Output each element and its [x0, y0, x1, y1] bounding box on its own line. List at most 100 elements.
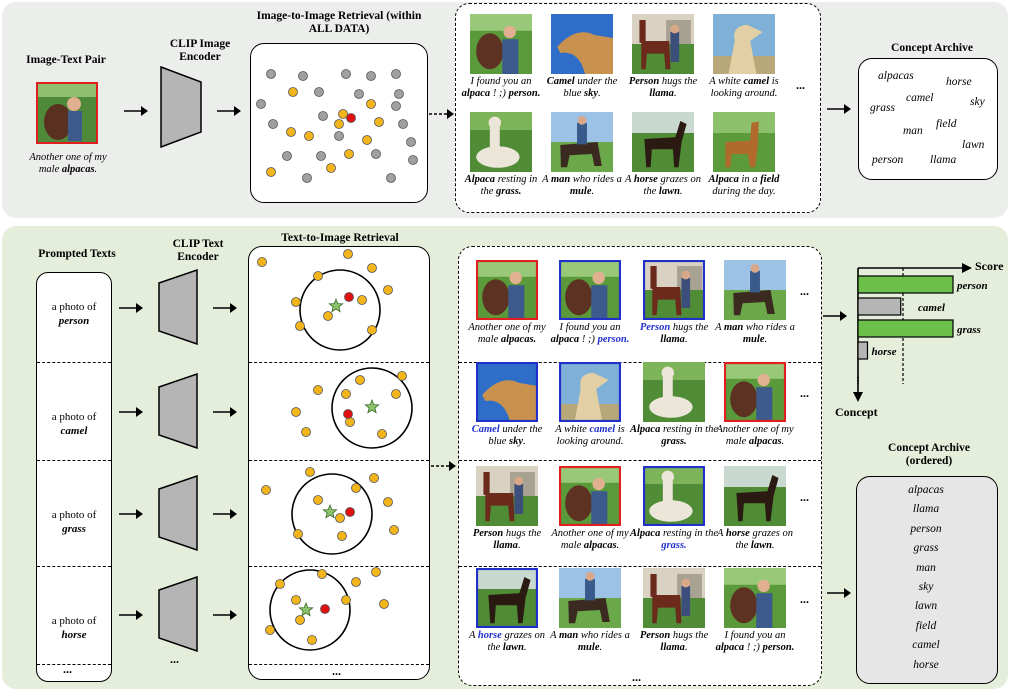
- row-separator: [459, 566, 821, 567]
- data-point: [326, 163, 336, 173]
- ordered-archive-box: [856, 476, 998, 684]
- data-point: [318, 111, 328, 121]
- bar-person: [857, 275, 954, 294]
- alpaca-person-photo: [559, 466, 621, 526]
- image-encoder-label: CLIP Image Encoder: [169, 38, 231, 63]
- arrow-right: [123, 104, 149, 122]
- image-caption: A white camel is looking around.: [709, 76, 779, 99]
- data-point: [394, 89, 404, 99]
- concept-axis-label: Concept: [835, 405, 878, 419]
- concept-word: field: [936, 118, 957, 130]
- prompt-ellipsis: ...: [63, 662, 72, 676]
- image-caption: Another one of my male alpacas.: [468, 322, 546, 345]
- score-axis-label: Score: [975, 259, 1004, 273]
- horse-photo: [724, 466, 786, 526]
- data-point: [302, 173, 312, 183]
- ordered-concept-word: camel: [912, 639, 940, 652]
- text-encoder-label: CLIP Text Encoder: [172, 238, 224, 263]
- pair-caption: Another one of my male alpacas.: [29, 152, 107, 175]
- alpaca-person-photo: [476, 260, 538, 320]
- concept-axis-arrow: [853, 392, 863, 402]
- query-photo: [36, 82, 98, 144]
- text-encoder-icon: [158, 575, 198, 657]
- concept-archive-box: [858, 58, 998, 180]
- concept-word: man: [903, 125, 923, 137]
- data-point: [338, 109, 348, 119]
- ordered-archive-title: Concept Archive (ordered): [888, 442, 970, 467]
- ordered-concept-word: lawn: [914, 600, 938, 613]
- alpaca-field-photo: [713, 112, 775, 172]
- data-point: [354, 89, 364, 99]
- alpaca-person-photo: [559, 260, 621, 320]
- data-point: [298, 71, 308, 81]
- ordered-concept-word: man: [916, 561, 936, 574]
- text-retrieval-title: Text-to-Image Retrieval: [281, 232, 399, 244]
- ordered-concept-word: llama: [912, 503, 940, 516]
- arrow-right: [212, 507, 238, 525]
- arrow-right: [212, 608, 238, 626]
- man-mule-photo: [559, 568, 621, 628]
- data-point: [266, 167, 276, 177]
- person-llama-photo: [632, 14, 694, 74]
- concept-word: lawn: [962, 139, 985, 151]
- data-point: [386, 173, 396, 183]
- concept-word: sky: [970, 96, 985, 108]
- bar-camel: [857, 297, 902, 316]
- image-caption: Person hugs the llama.: [639, 322, 709, 345]
- encoder-ellipsis: ...: [170, 652, 179, 666]
- arrow-right: [118, 507, 144, 525]
- image-caption: Another one of my male alpacas.: [716, 424, 794, 447]
- text-encoder-icon: [158, 474, 198, 556]
- arrow-right: [826, 586, 852, 604]
- concept-word: person: [872, 154, 904, 166]
- ordered-concept-word: grass: [913, 542, 939, 555]
- data-point: [288, 87, 298, 97]
- more-ellipsis: ...: [796, 78, 805, 92]
- image-encoder-icon: [160, 65, 202, 153]
- row-separator: [459, 362, 821, 363]
- rows-ellipsis: ...: [632, 670, 641, 684]
- row-ellipsis: ...: [800, 490, 809, 504]
- man-mule-photo: [724, 260, 786, 320]
- arrow-right: [212, 405, 238, 423]
- image-caption: Person hugs the llama.: [628, 76, 698, 99]
- ordered-concept-word: alpacas: [908, 484, 944, 496]
- bar-ellipsis: ...: [854, 376, 868, 385]
- text-embedding-space-box: [248, 246, 430, 680]
- data-point: [344, 149, 354, 159]
- dashed-arrow-right: [430, 459, 458, 477]
- image-caption: Another one of my male alpacas.: [551, 528, 629, 551]
- image-caption: I found you an alpaca ! ;) person.: [550, 322, 630, 345]
- data-point: [391, 101, 401, 111]
- ordered-concept-word: horse: [913, 658, 939, 671]
- row-separator: [249, 566, 429, 567]
- data-point: [408, 155, 418, 165]
- data-point: [406, 137, 416, 147]
- image-caption: A man who rides a mule.: [715, 322, 795, 345]
- concept-word: camel: [906, 92, 934, 104]
- concept-word: alpacas: [878, 70, 914, 82]
- resting-alpaca-photo: [470, 112, 532, 172]
- concept-word: grass: [870, 102, 895, 114]
- row-separator: [37, 664, 111, 665]
- data-point: [268, 119, 278, 129]
- resting-alpaca-photo: [643, 466, 705, 526]
- image-caption: I found you an alpaca ! ;) person.: [461, 76, 541, 99]
- image-caption: I found you an alpaca ! ;) person.: [715, 630, 795, 653]
- data-point: [282, 151, 292, 161]
- prompts-box: [36, 272, 112, 682]
- arrow-right: [826, 102, 852, 120]
- image-caption: A white camel is looking around.: [555, 424, 625, 447]
- image-caption: A horse grazes on the lawn.: [469, 630, 545, 653]
- bar-label-camel: camel: [918, 302, 946, 314]
- data-point: [256, 99, 266, 109]
- image-caption: A man who rides a mule.: [542, 174, 622, 197]
- text-encoder-icon: [158, 268, 198, 350]
- data-point: [398, 119, 408, 129]
- scatter-ellipsis: ...: [332, 664, 341, 678]
- bar-horse: [857, 341, 869, 360]
- query-point: [346, 113, 356, 123]
- camel-photo: [551, 14, 613, 74]
